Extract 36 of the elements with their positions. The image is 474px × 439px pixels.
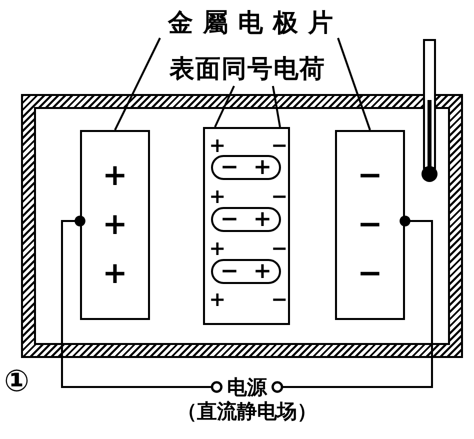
charge-sign: −: [271, 135, 288, 155]
particle-column: [203, 127, 290, 325]
charge-sign: −: [357, 161, 383, 192]
charge-sign: −: [271, 186, 288, 206]
container-box: [22, 95, 462, 357]
field-caption: （直流静电场）: [176, 400, 318, 422]
charged-particle: [211, 259, 281, 284]
charge-sign: +: [253, 210, 272, 230]
charge-sign: −: [357, 210, 383, 240]
figure-number: ①: [4, 365, 30, 399]
callout-text: 金屬电极片: [158, 6, 340, 40]
leader-line: [337, 38, 371, 130]
electrode-plate: [80, 130, 150, 320]
callout-text: 表面同号电荷: [166, 52, 328, 86]
charge-sign: −: [220, 210, 239, 230]
charge-sign: +: [209, 135, 226, 155]
charge-sign: +: [253, 158, 272, 178]
charge-sign: +: [209, 289, 226, 309]
charge-sign: +: [102, 210, 128, 240]
charge-sign: +: [209, 238, 226, 258]
electrode-plate: [335, 130, 405, 320]
charge-sign: −: [220, 158, 239, 178]
charge-sign: −: [357, 258, 383, 289]
charge-sign: +: [253, 262, 272, 282]
leader-line: [114, 38, 161, 130]
charge-sign: +: [102, 258, 128, 289]
charge-sign: −: [220, 262, 239, 282]
charge-sign: +: [209, 186, 226, 206]
wire: [61, 216, 222, 393]
source-label: 电源: [227, 375, 267, 399]
charge-sign: +: [102, 161, 128, 192]
charged-particle: [211, 155, 281, 180]
charge-sign: −: [271, 238, 288, 258]
charge-sign: −: [271, 289, 288, 309]
charged-particle: [211, 207, 281, 232]
wire: [272, 216, 433, 393]
